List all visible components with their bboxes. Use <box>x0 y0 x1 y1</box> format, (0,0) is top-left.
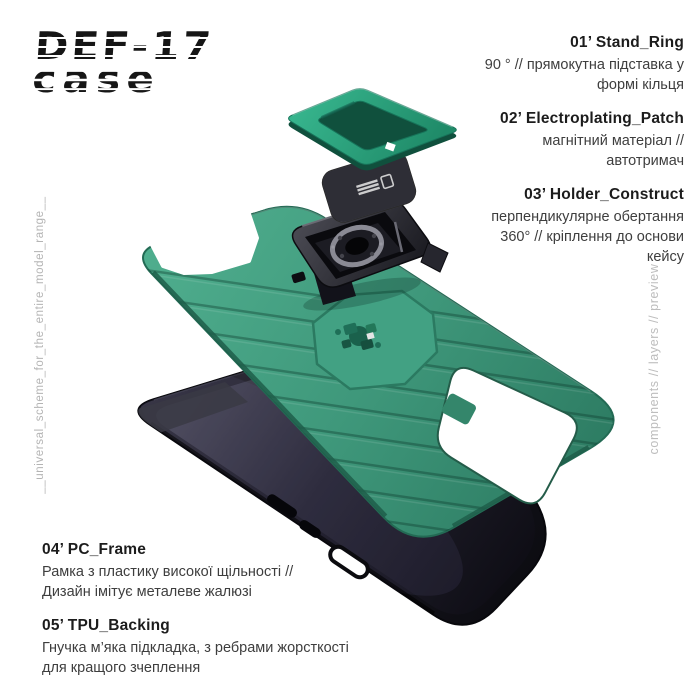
top-notch-cutout <box>250 199 266 213</box>
annotation-heading: 04’ PC_Frame <box>42 541 147 558</box>
mount-connector <box>335 322 381 350</box>
electroplating-patch-part <box>321 151 417 223</box>
charging-port-cutout <box>328 544 370 580</box>
camera-cutout <box>149 201 259 275</box>
annotation-line: Дизайн імітує металеве жалюзі <box>42 584 252 600</box>
brand-mark-icon <box>356 173 395 196</box>
annotation-line: перпендикулярне обертання <box>491 209 684 225</box>
annotation-line: автотримач <box>606 153 684 169</box>
annotation-line: Гнучка м’яка підкладка, з ребрами жорстк… <box>42 640 349 656</box>
annotation-line: Рамка з пластику високої щільності // <box>42 564 294 580</box>
left-vertical-label: __universal_scheme_for_the_entire_model_… <box>34 196 46 494</box>
annotation-line: магнітний матеріал // <box>542 133 684 149</box>
annotation-line: 360° // кріплення до основи <box>500 229 684 245</box>
annotation-line: формі кільця <box>596 77 684 93</box>
feature-annotations-right: 01’ Stand_Ring 90 ° // прямокутна підста… <box>404 34 684 282</box>
annotation-pc-frame: 04’ PC_Frame Рамка з пластику високої щі… <box>42 541 462 602</box>
hex-mount-plate <box>311 289 439 391</box>
annotation-stand-ring: 01’ Stand_Ring 90 ° // прямокутна підста… <box>404 34 684 95</box>
holder-construct-part <box>291 198 449 305</box>
brand-logo: DEF-17 case <box>31 24 215 101</box>
window-cutout <box>436 366 578 505</box>
side-button <box>299 520 321 538</box>
annotation-heading: 03’ Holder_Construct <box>524 186 684 203</box>
annotation-holder-construct: 03’ Holder_Construct перпендикулярне обе… <box>404 186 684 267</box>
window-tab <box>442 393 476 425</box>
holder-side-tab <box>420 242 449 273</box>
side-button <box>267 494 297 518</box>
ring-hinge-notch <box>384 141 396 152</box>
annotation-heading: 05’ TPU_Backing <box>42 617 170 634</box>
annotation-electroplating-patch: 02’ Electroplating_Patch магнітний матер… <box>404 110 684 171</box>
stand-ring-part <box>288 87 457 171</box>
rotating-ring <box>330 224 384 268</box>
annotation-line: для кращого зчеплення <box>42 660 201 676</box>
feature-annotations-bottom-left: 04’ PC_Frame Рамка з пластику високої щі… <box>42 541 462 693</box>
annotation-heading: 01’ Stand_Ring <box>570 34 684 51</box>
annotation-heading: 02’ Electroplating_Patch <box>500 110 684 127</box>
right-vertical-label: components // layers // preview <box>647 263 661 455</box>
annotation-line: 90 ° // прямокутна підставка у <box>484 57 684 73</box>
annotation-line: кейсу <box>646 249 684 265</box>
annotation-tpu-backing: 05’ TPU_Backing Гнучка м’яка підкладка, … <box>42 617 462 678</box>
